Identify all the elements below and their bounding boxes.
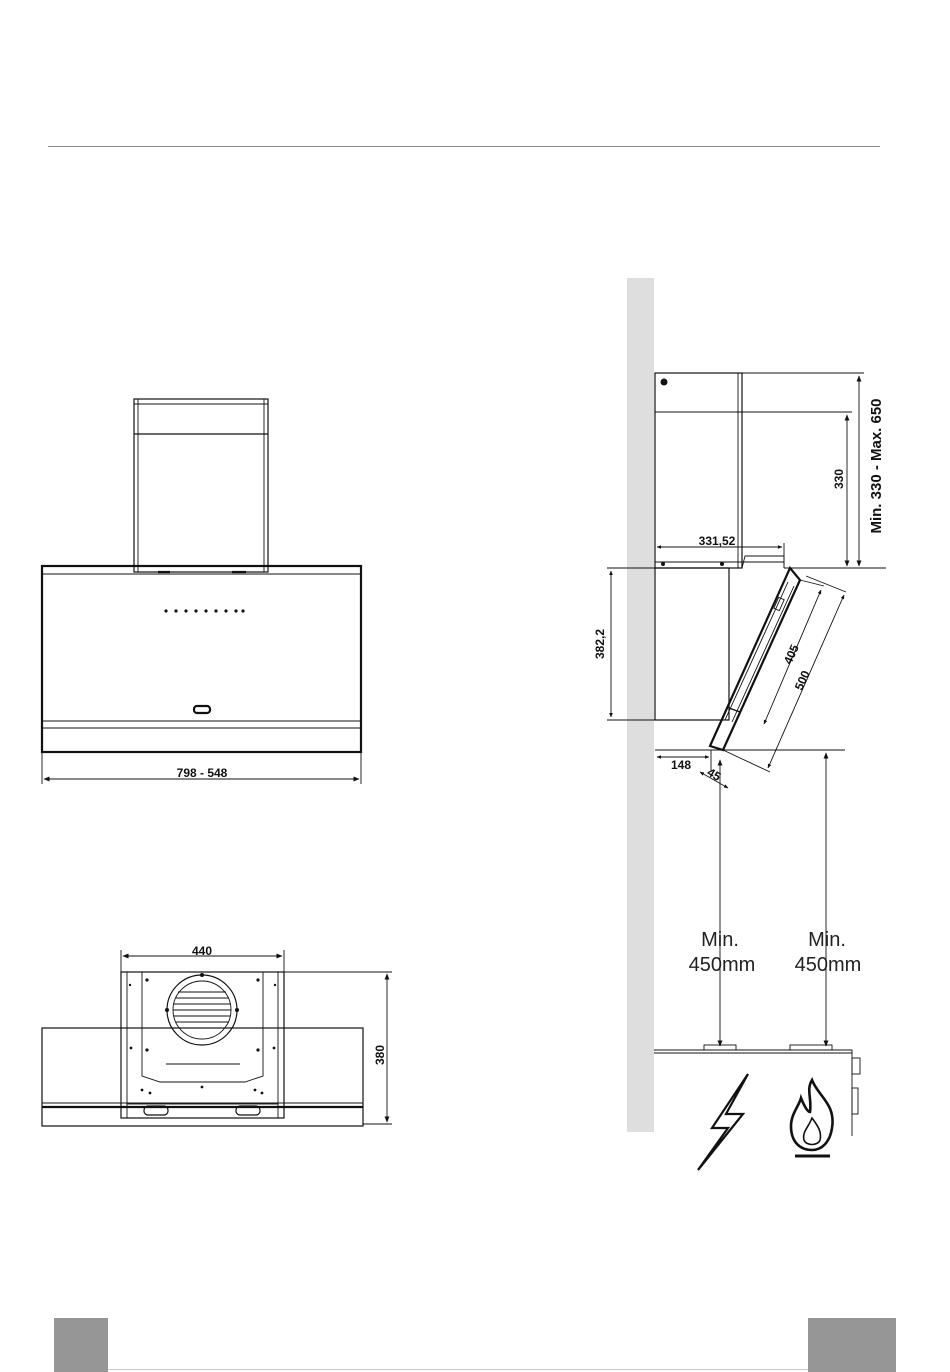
page-corner-tab-left — [54, 1318, 108, 1372]
electric-clearance-line2: 450mm — [689, 954, 756, 976]
front-handle — [194, 706, 210, 713]
top-depth-label: 380 — [373, 1045, 387, 1065]
front-chimney — [134, 399, 268, 572]
side-hood-body — [655, 562, 784, 720]
side-chimney-label: 330 — [832, 469, 846, 489]
electric-clearance-line1: Min. — [701, 929, 739, 951]
front-width-label: 798 - 548 — [177, 766, 228, 780]
top-view — [42, 950, 392, 1126]
bottom-divider — [108, 1369, 808, 1370]
side-depth-label: 331,52 — [699, 534, 736, 548]
side-chimney-range-label: Min. 330 - Max. 650 — [868, 398, 885, 533]
side-offset-label: 148 — [671, 758, 691, 772]
front-hood-body — [42, 566, 361, 752]
gas-clearance-line2: 450mm — [795, 954, 862, 976]
front-view — [42, 399, 361, 784]
side-chimney-dimensions — [742, 373, 886, 568]
clearance-arrows — [720, 753, 826, 1046]
flame-icon — [791, 1080, 833, 1156]
wall — [627, 278, 654, 1132]
top-hood-outline — [42, 1028, 363, 1126]
side-panel-outer-label: 500 — [792, 668, 813, 692]
top-width-label: 440 — [192, 944, 212, 958]
exhaust-outlet — [165, 973, 239, 1045]
side-tilt-label: 45 — [705, 765, 724, 784]
side-panel-inner-label: 405 — [781, 642, 802, 666]
gas-clearance-line1: Min. — [808, 929, 846, 951]
side-view — [607, 278, 886, 1170]
page-corner-tab-right — [808, 1318, 896, 1372]
side-height-label: 382,2 — [593, 629, 607, 659]
lightning-bolt-icon — [698, 1074, 748, 1170]
control-buttons — [164, 609, 244, 612]
